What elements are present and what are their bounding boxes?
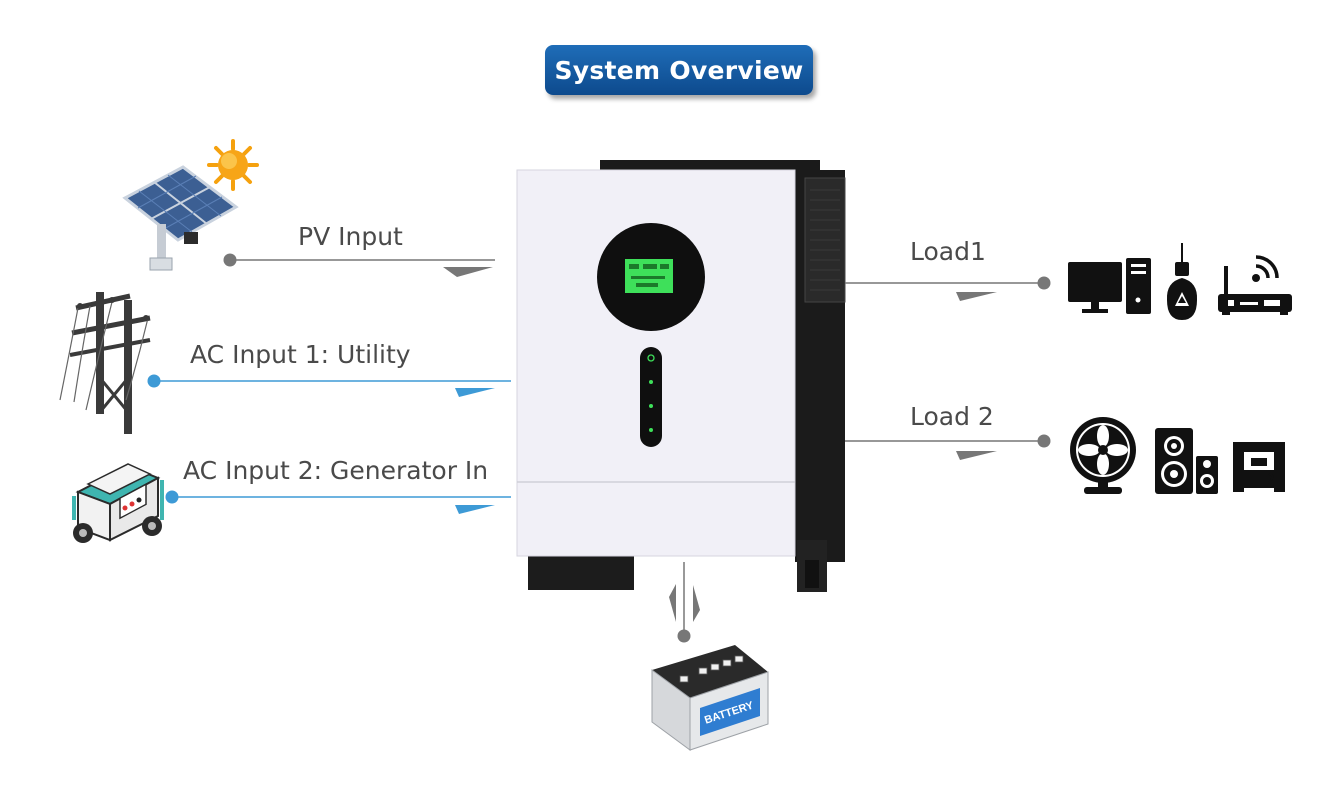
pv-input-label: PV Input xyxy=(298,222,403,251)
speaker-icon xyxy=(1155,428,1218,494)
inverter-button-panel xyxy=(640,347,662,447)
load2-label: Load 2 xyxy=(910,402,994,431)
ac-input-1-line xyxy=(147,374,511,397)
ac-input-2-line xyxy=(165,490,511,514)
fan-icon xyxy=(1070,417,1136,494)
utility-pole-icon xyxy=(59,292,151,434)
wifi-router-icon xyxy=(1218,255,1292,315)
sun-icon xyxy=(207,139,259,191)
desktop-computer-icon xyxy=(1068,258,1151,314)
ac-input-2-label: AC Input 2: Generator In xyxy=(183,456,489,485)
page-title: System Overview xyxy=(554,55,804,85)
ac-input-1-label: AC Input 1: Utility xyxy=(190,340,411,369)
title-badge: System Overview xyxy=(545,45,813,95)
battery-icon: BATTERY xyxy=(651,645,769,751)
load2-line xyxy=(845,434,1051,460)
load1-line xyxy=(845,276,1051,301)
load1-label: Load1 xyxy=(910,237,986,266)
inverter-display xyxy=(597,223,705,331)
coffee-machine-icon xyxy=(1233,442,1285,492)
solar-panel-icon xyxy=(122,139,259,271)
generator-icon xyxy=(72,463,164,543)
inverter-unit xyxy=(516,160,846,592)
pv-input-line xyxy=(223,253,495,277)
light-bulb-icon xyxy=(1166,243,1198,320)
battery-line xyxy=(669,562,700,643)
